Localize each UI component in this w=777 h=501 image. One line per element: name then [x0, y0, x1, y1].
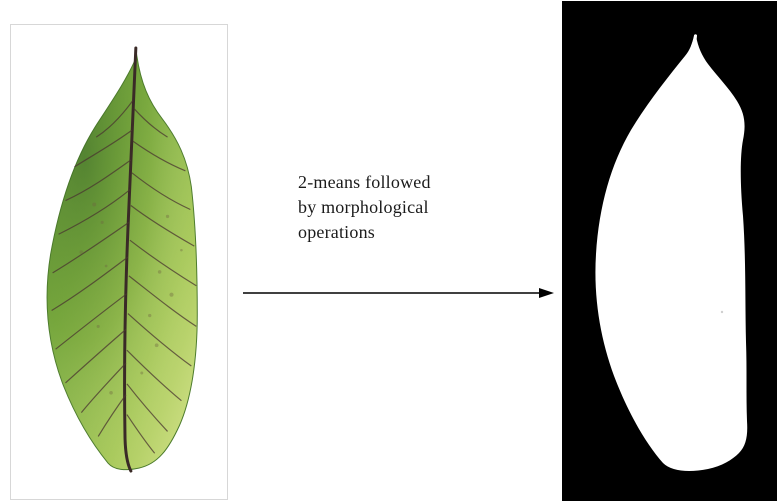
arrow-head-icon — [539, 288, 554, 298]
process-label: 2-means followed by morphological operat… — [298, 170, 538, 245]
process-label-line-3: operations — [298, 220, 538, 245]
process-label-line-1: 2-means followed — [298, 170, 538, 195]
segmented-mask-drawing — [562, 1, 777, 501]
leaf-photo-drawing — [11, 25, 227, 499]
output-mask-image — [562, 1, 777, 501]
process-label-line-2: by morphological — [298, 195, 538, 220]
process-arrow — [243, 285, 555, 301]
input-leaf-image — [10, 24, 228, 500]
mask-speck — [721, 311, 723, 313]
